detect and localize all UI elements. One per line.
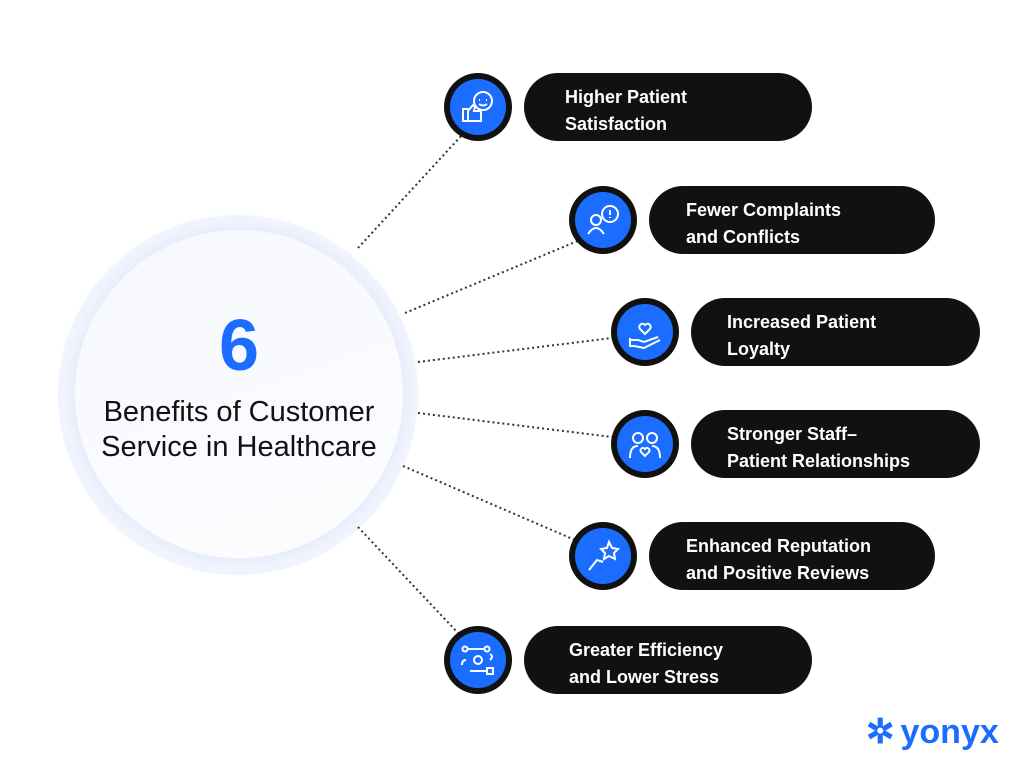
hand-star-icon [575, 528, 631, 584]
benefit-label: and Conflicts [686, 227, 801, 247]
benefit-label: Enhanced Reputation [686, 536, 872, 556]
connector-6 [357, 526, 459, 634]
thumbs-up-smile-icon [450, 79, 506, 135]
person-alert-icon [575, 192, 631, 248]
people-heart-icon [617, 416, 673, 472]
benefit-label: Loyalty [727, 339, 791, 359]
connector-1 [357, 134, 463, 249]
benefit-label: Patient Relationships [727, 451, 911, 471]
yonyx-logo: ✲ yonyx [866, 712, 999, 752]
benefit-label: and Positive Reviews [686, 563, 870, 583]
center-title: Benefits of Customer Service in Healthca… [101, 396, 377, 463]
benefit-label: Satisfaction [565, 114, 668, 134]
benefit-label: Stronger Staff– [727, 424, 858, 444]
snowflake-logo-icon: ✲ [866, 713, 895, 751]
benefit-label: Increased Patient [727, 312, 877, 332]
workflow-gear-icon [450, 632, 506, 688]
connector-4 [417, 412, 613, 438]
benefit-count: 6 [218, 306, 260, 386]
benefit-label: Greater Efficiency [569, 640, 724, 660]
connector-5 [402, 465, 576, 541]
benefit-label: and Lower Stress [569, 667, 720, 687]
logo-text: yonyx [900, 712, 999, 751]
hand-heart-icon [617, 304, 673, 360]
connector-2 [404, 239, 581, 314]
connector-3 [417, 337, 613, 363]
center-circle: 6 Benefits of Customer Service in Health… [75, 230, 403, 558]
benefit-label: Fewer Complaints [686, 200, 842, 220]
benefit-label: Higher Patient [565, 87, 688, 107]
